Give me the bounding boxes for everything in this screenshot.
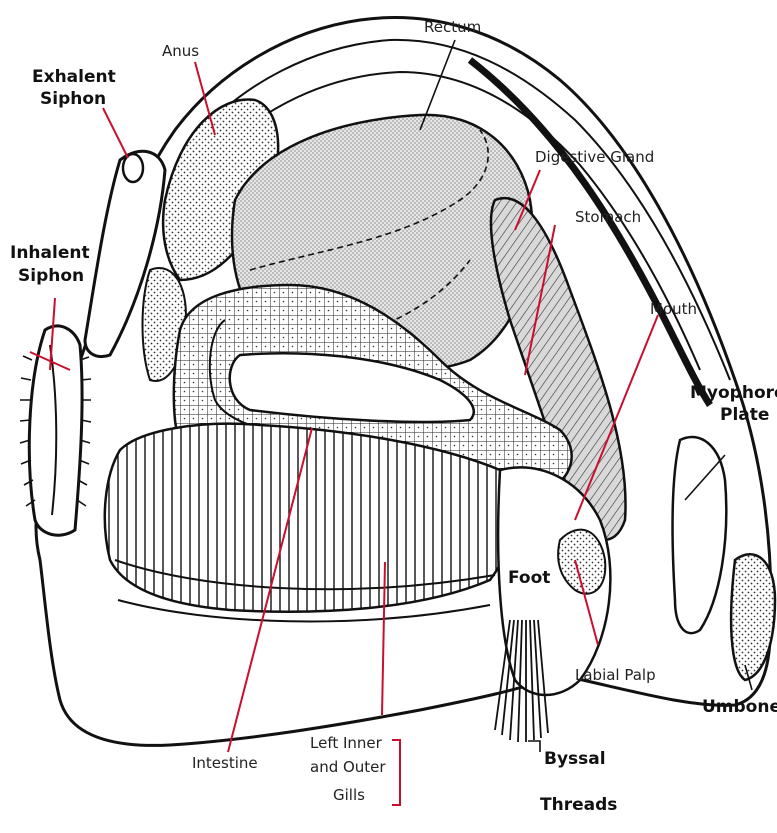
label-inhalent-line2: Siphon [18,266,84,286]
label-exhalent-line1: Exhalent [32,67,116,87]
label-digestive-gland: Digestive Gland [535,148,654,166]
label-myophore-line1: Myophore [690,383,777,403]
label-foot: Foot [508,568,550,588]
label-byssal-line1: Byssal [544,749,606,769]
label-rectum: Rectum [424,18,481,36]
label-exhalent-line2: Siphon [40,89,106,109]
label-labial-palp: Labial Palp [575,666,656,684]
label-byssal-line2: Threads [540,795,617,815]
label-intestine: Intestine [192,754,258,772]
label-gills-line2: and Outer [310,758,386,776]
label-stomach: Stomach [575,208,641,226]
label-inhalent-line1: Inhalent [10,243,90,263]
label-umbone: Umbone [702,697,777,717]
label-anus: Anus [162,42,199,60]
label-gills-line1: Left Inner [310,734,383,752]
label-mouth: Mouth [650,300,697,318]
label-gills-line3: Gills [333,786,365,804]
label-myophore-line2: Plate [720,405,769,425]
